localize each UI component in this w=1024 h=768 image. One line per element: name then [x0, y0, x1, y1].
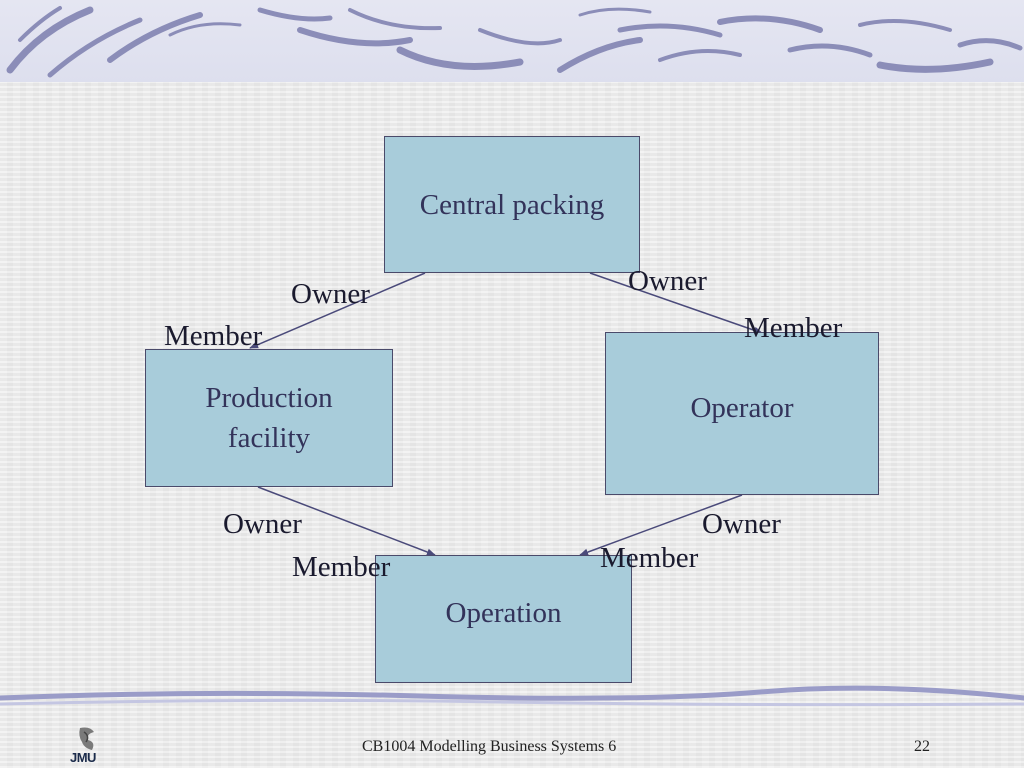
- edge-label-owner: Owner: [628, 265, 707, 297]
- slide-number: 22: [914, 738, 930, 755]
- node-operator-label: Operator: [690, 391, 794, 424]
- node-central-packing-label: Central packing: [419, 188, 605, 221]
- edge-label-member: Member: [164, 320, 263, 352]
- edge-label-member: Member: [744, 312, 843, 344]
- edge-label-member: Member: [600, 542, 699, 574]
- swoosh-pattern-top: [6, 6, 1023, 78]
- divider-swoosh-bottom: [0, 685, 1024, 707]
- node-production-facility-label: Production facility: [205, 382, 333, 454]
- edge-label-owner: Owner: [223, 508, 302, 540]
- edge-label-owner: Owner: [291, 278, 370, 310]
- logo-text: JMU: [70, 750, 96, 765]
- footer-course-title: CB1004 Modelling Business Systems 6: [362, 738, 617, 755]
- node-production-facility: Production facility: [145, 349, 393, 487]
- node-central-packing: Central packing: [384, 136, 640, 273]
- node-operation: Operation: [375, 555, 632, 683]
- header-decoration: [0, 0, 1024, 82]
- edge-label-member: Member: [292, 551, 391, 583]
- jmu-logo-icon: [79, 727, 94, 750]
- node-operator: Operator: [605, 332, 879, 495]
- edge-label-owner: Owner: [702, 508, 781, 540]
- node-operation-label: Operation: [445, 597, 562, 629]
